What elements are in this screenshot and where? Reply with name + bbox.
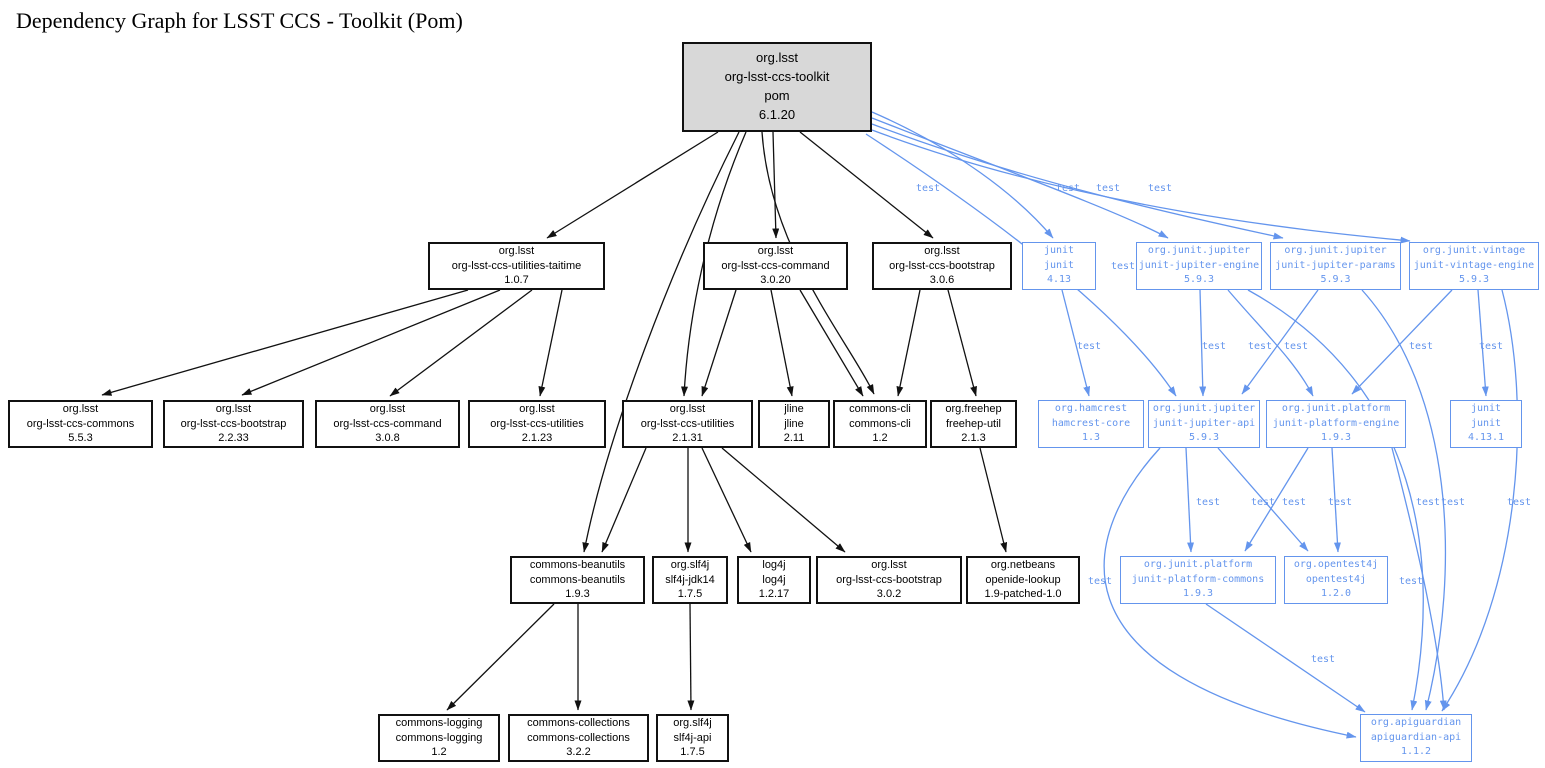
- edge-utilities2131-beanutils: [601, 447, 647, 553]
- edge-jupiter-api-opentest4j: [1217, 447, 1309, 552]
- edge-junit413-hamcrest: [1061, 289, 1091, 397]
- edge-jupiter-engine-apiguardian: [1247, 289, 1424, 711]
- edge-label-test: test: [1111, 261, 1135, 272]
- edge-toolkit-jupiter-params: [871, 123, 1284, 240]
- edge-command-commonscli: [799, 289, 864, 397]
- edge-freehep-openide: [979, 447, 1008, 553]
- edge-label-test: test: [916, 183, 940, 194]
- edge-vintage-apiguardian: [1441, 289, 1519, 712]
- edge-bootstrap306-freehep: [947, 289, 977, 397]
- edge-jupiter-api-apiguardian: [1103, 447, 1357, 739]
- edge-toolkit-utilities2131: [681, 131, 747, 397]
- edge-label-test: test: [1507, 497, 1531, 508]
- edge-label-test: test: [1328, 497, 1352, 508]
- edge-label-test: test: [1416, 497, 1440, 508]
- edge-toolkit-junit413: [871, 111, 1054, 239]
- edge-jupiter-params-jupiter-api: [1241, 289, 1319, 395]
- edge-label-test: test: [1479, 341, 1503, 352]
- edge-vintage-junit4131: [1477, 289, 1489, 397]
- node-org-lsst-ccs-toolkit: org.lsst org-lsst-ccs-toolkit pom 6.1.20: [682, 42, 872, 132]
- edge-toolkit-jupiter-engine: [871, 117, 1169, 239]
- edge-label-test: test: [1399, 576, 1423, 587]
- edge-vintage-platform-engine: [1351, 289, 1453, 395]
- edge-label-test: test: [1077, 341, 1101, 352]
- edge-platform-engine-opentest4j: [1331, 447, 1341, 553]
- edge-jupiter-params-apiguardian: [1361, 289, 1447, 711]
- edge-toolkit-taitime: [546, 131, 719, 239]
- edge-label-test: test: [1202, 341, 1226, 352]
- edge-platform-commons-apiguardian: [1205, 603, 1366, 713]
- edge-label-test: test: [1196, 497, 1220, 508]
- edge-toolkit-beanutils: [582, 131, 740, 553]
- edge-command-jline: [770, 289, 794, 397]
- edge-label-test: test: [1096, 183, 1120, 194]
- edge-label-test: test: [1251, 497, 1275, 508]
- edge-label-test: test: [1088, 576, 1112, 587]
- edge-slf4jjdk14-slf4japi: [687, 603, 695, 711]
- edge-label-test: test: [1311, 654, 1335, 665]
- edge-label-test: test: [1148, 183, 1172, 194]
- edge-taitime-utilities2123: [538, 289, 563, 397]
- edge-label-test: test: [1248, 341, 1272, 352]
- page-title: Dependency Graph for LSST CCS - Toolkit …: [16, 8, 463, 33]
- edge-beanutils-logging: [446, 603, 555, 711]
- edge-label-test: test: [1282, 497, 1306, 508]
- edge-platform-engine-apiguardian: [1391, 447, 1447, 711]
- edge-jupiter-api-platform-commons: [1185, 447, 1195, 553]
- edge-utilities2131-bootstrap302: [721, 447, 846, 553]
- edge-taitime-bootstrap2233: [241, 289, 501, 396]
- edge-utilities2131-log4j: [701, 447, 752, 553]
- edge-taitime-command308: [389, 289, 533, 397]
- edge-platform-engine-platform-commons: [1244, 447, 1309, 552]
- edge-label-test: test: [1409, 341, 1433, 352]
- edge-bootstrap306-commonscli: [896, 289, 921, 397]
- edge-jupiter-engine-jupiter-api: [1199, 289, 1207, 397]
- edge-label-test: test: [1441, 497, 1465, 508]
- edge-taitime-commons: [101, 289, 469, 396]
- edge-label-test: test: [1056, 183, 1080, 194]
- edge-toolkit-vintage-engine: [871, 129, 1411, 244]
- edge-toolkit-bootstrap306: [799, 131, 934, 239]
- edge-label-test: test: [1284, 341, 1308, 352]
- edge-command-utilities2131: [701, 289, 737, 397]
- edge-toolkit-command: [772, 131, 780, 239]
